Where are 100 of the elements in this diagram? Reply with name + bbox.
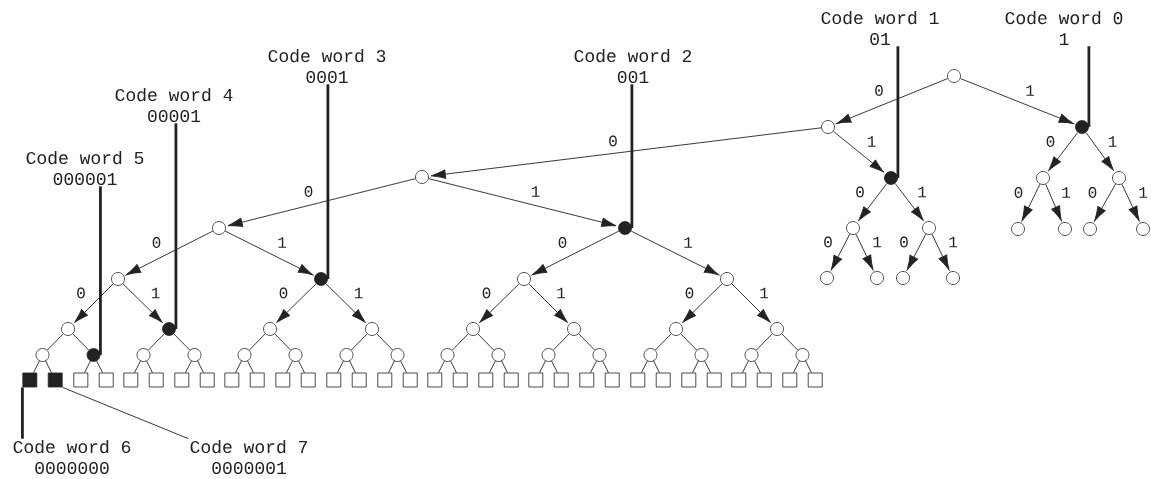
arrow xyxy=(122,283,163,323)
arrow xyxy=(959,78,1074,125)
branch-line xyxy=(754,360,761,374)
leaf-square xyxy=(807,372,823,388)
branch-line xyxy=(147,333,165,351)
edge-label: 0 xyxy=(277,286,290,300)
branch-line xyxy=(451,333,469,351)
code-word-label: Code word 7 0000001 xyxy=(190,439,307,475)
branch-line xyxy=(602,360,609,374)
leaf-square xyxy=(528,372,544,388)
arrow xyxy=(227,178,416,227)
arrow xyxy=(479,283,520,323)
leader-line xyxy=(62,386,189,440)
branch-line xyxy=(400,360,407,374)
edge-label: 1 xyxy=(1137,186,1149,199)
arrow xyxy=(1021,183,1041,222)
arrow xyxy=(528,283,568,323)
arrow xyxy=(430,127,822,179)
arrow xyxy=(428,178,617,227)
branch-line xyxy=(185,360,192,374)
branch-line xyxy=(96,360,103,374)
branch-line xyxy=(388,360,395,374)
leaf-square xyxy=(630,372,646,388)
leaf-square xyxy=(731,372,747,388)
edge-label: 1 xyxy=(758,286,770,300)
leaf-square xyxy=(148,372,164,388)
arrow xyxy=(276,283,317,323)
branch-line xyxy=(641,360,648,374)
edge-label: 1 xyxy=(682,236,694,249)
branch-line xyxy=(173,333,191,351)
branch-line xyxy=(134,360,141,374)
edge-label: 0 xyxy=(1044,135,1057,148)
branch-line xyxy=(539,360,546,374)
arrow xyxy=(1045,183,1062,221)
branch-line xyxy=(653,360,660,374)
leaf-square xyxy=(174,372,190,388)
leaf-square xyxy=(326,372,342,388)
arrow xyxy=(931,233,950,271)
leaf-square xyxy=(706,372,722,388)
edge-label: 1 xyxy=(529,185,542,198)
branch-line xyxy=(477,333,495,351)
leaf-square xyxy=(427,372,443,388)
leaf-square xyxy=(249,372,265,388)
edge-label: 0 xyxy=(302,185,315,198)
branch-line xyxy=(438,360,445,374)
leaf-square xyxy=(478,372,494,388)
edge-label: 0 xyxy=(607,134,619,148)
branch-line xyxy=(274,333,292,351)
arrow xyxy=(894,183,924,222)
leader-line xyxy=(896,46,900,178)
edge-label: 1 xyxy=(149,286,162,300)
edge-label: 1 xyxy=(947,235,959,249)
leader-line xyxy=(174,123,178,329)
branch-line xyxy=(704,360,711,374)
leaf-square xyxy=(123,372,139,388)
arrow xyxy=(731,283,771,323)
code-word-label: Code word 5 000001 xyxy=(26,150,144,186)
edge-label: 0 xyxy=(854,185,866,199)
code-word-label: Code word 1 01 xyxy=(821,10,939,46)
branch-line xyxy=(552,333,570,351)
edge-label: 0 xyxy=(1012,186,1025,199)
arrow xyxy=(531,230,620,276)
edge-label: 1 xyxy=(865,135,878,148)
arrow xyxy=(836,78,949,124)
branch-line xyxy=(590,360,597,374)
edge-label: 1 xyxy=(916,185,928,199)
branch-line xyxy=(578,333,596,351)
branch-line xyxy=(235,360,242,374)
branch-line xyxy=(72,333,90,351)
branch-line xyxy=(33,360,40,374)
branch-line xyxy=(337,360,344,374)
edge-label: 1 xyxy=(1060,186,1072,199)
leaf-square xyxy=(452,372,468,388)
leaf-square xyxy=(782,372,798,388)
leaf-square xyxy=(503,372,519,388)
branch-line xyxy=(489,360,496,374)
branch-line xyxy=(248,333,266,351)
leader-line xyxy=(630,84,634,228)
branch-line xyxy=(793,360,800,374)
arrow xyxy=(74,283,114,323)
leaf-square xyxy=(224,372,240,388)
code-word-label: Code word 0 1 xyxy=(1005,10,1123,45)
leaf-square xyxy=(73,372,89,388)
branch-line xyxy=(45,360,52,374)
branch-line xyxy=(501,360,508,374)
arrow xyxy=(1094,183,1117,222)
branch-line xyxy=(298,360,305,374)
leader-line xyxy=(99,186,102,355)
edge-label: 1 xyxy=(276,236,288,249)
code-word-label: Code word 6 0000000 xyxy=(13,439,131,475)
branch-line xyxy=(781,333,799,351)
leaf-square xyxy=(98,372,114,388)
arrow xyxy=(1085,132,1114,171)
branch-line xyxy=(805,360,812,374)
arrow xyxy=(224,230,314,276)
leaf-square xyxy=(275,372,291,388)
branch-line xyxy=(349,360,356,374)
leaf-square xyxy=(756,372,772,388)
leaf-square xyxy=(604,372,620,388)
branch-line xyxy=(197,360,204,374)
